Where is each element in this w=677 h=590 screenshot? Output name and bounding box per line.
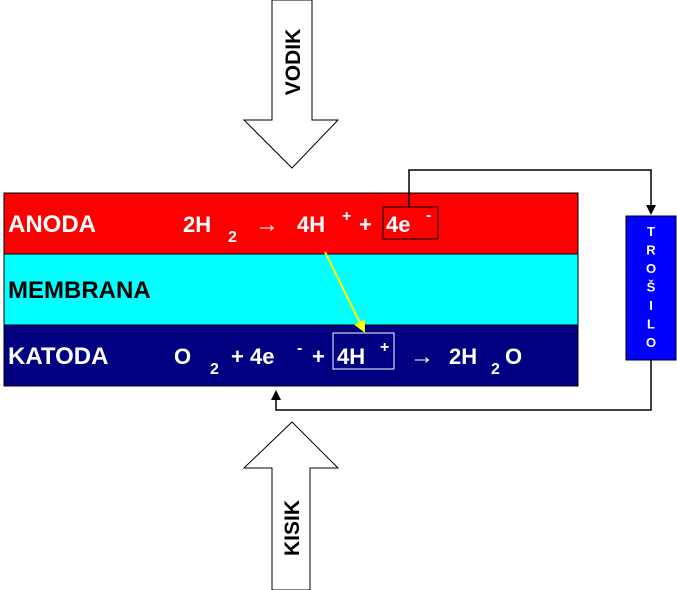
oxygen-label: KISIK bbox=[281, 500, 304, 556]
cathode-water-h: 2H bbox=[449, 344, 477, 369]
cathode-water-sub: 2 bbox=[491, 361, 500, 378]
cathode-o2-sub: 2 bbox=[210, 361, 219, 378]
anode-label: ANODA bbox=[8, 211, 96, 238]
circuit-wire-bottom bbox=[271, 360, 652, 411]
membrane-layer bbox=[3, 253, 579, 326]
anode-electrons: 4e bbox=[386, 212, 410, 237]
circuit-wire-top bbox=[408, 169, 656, 215]
load-box bbox=[625, 215, 677, 361]
oxygen-input-arrow: KISIK bbox=[242, 421, 340, 590]
hydrogen-input-arrow: VODIK bbox=[242, 0, 340, 169]
anode-protons-sup: + bbox=[342, 208, 351, 225]
anode-h2: 2H bbox=[183, 212, 211, 237]
cathode-layer bbox=[3, 324, 579, 387]
anode-protons: 4H bbox=[297, 212, 325, 237]
load-letter: Š bbox=[647, 280, 656, 295]
cathode-protons-sup: + bbox=[380, 339, 389, 356]
anode-h2-sub: 2 bbox=[228, 229, 237, 246]
load-letter: T bbox=[647, 224, 655, 239]
cathode-protons: 4H bbox=[337, 344, 365, 369]
anode-electrons-sup: - bbox=[426, 207, 431, 224]
cathode-arrow: → bbox=[410, 343, 434, 370]
proton-path-arrow bbox=[324, 251, 365, 333]
membrane-label: MEMBRANA bbox=[8, 277, 151, 304]
anode-arrow: → bbox=[255, 211, 279, 238]
cathode-electrons: + 4e bbox=[231, 344, 274, 369]
cathode-label: KATODA bbox=[8, 343, 108, 370]
anode-layer bbox=[3, 192, 579, 255]
cathode-plus: + bbox=[312, 344, 325, 369]
cathode-water-o: O bbox=[505, 344, 522, 369]
load-letter: I bbox=[649, 298, 653, 313]
cathode-protons-box bbox=[332, 332, 395, 370]
load-letter: O bbox=[646, 335, 656, 350]
load-letter: O bbox=[646, 261, 656, 276]
load-letter: L bbox=[647, 317, 655, 332]
cathode-o2: O bbox=[174, 344, 191, 369]
hydrogen-label: VODIK bbox=[282, 29, 305, 96]
anode-electrons-box bbox=[382, 206, 439, 240]
load-letter: R bbox=[646, 243, 656, 258]
anode-plus: + bbox=[359, 212, 372, 237]
cathode-electrons-sup: - bbox=[297, 340, 302, 357]
